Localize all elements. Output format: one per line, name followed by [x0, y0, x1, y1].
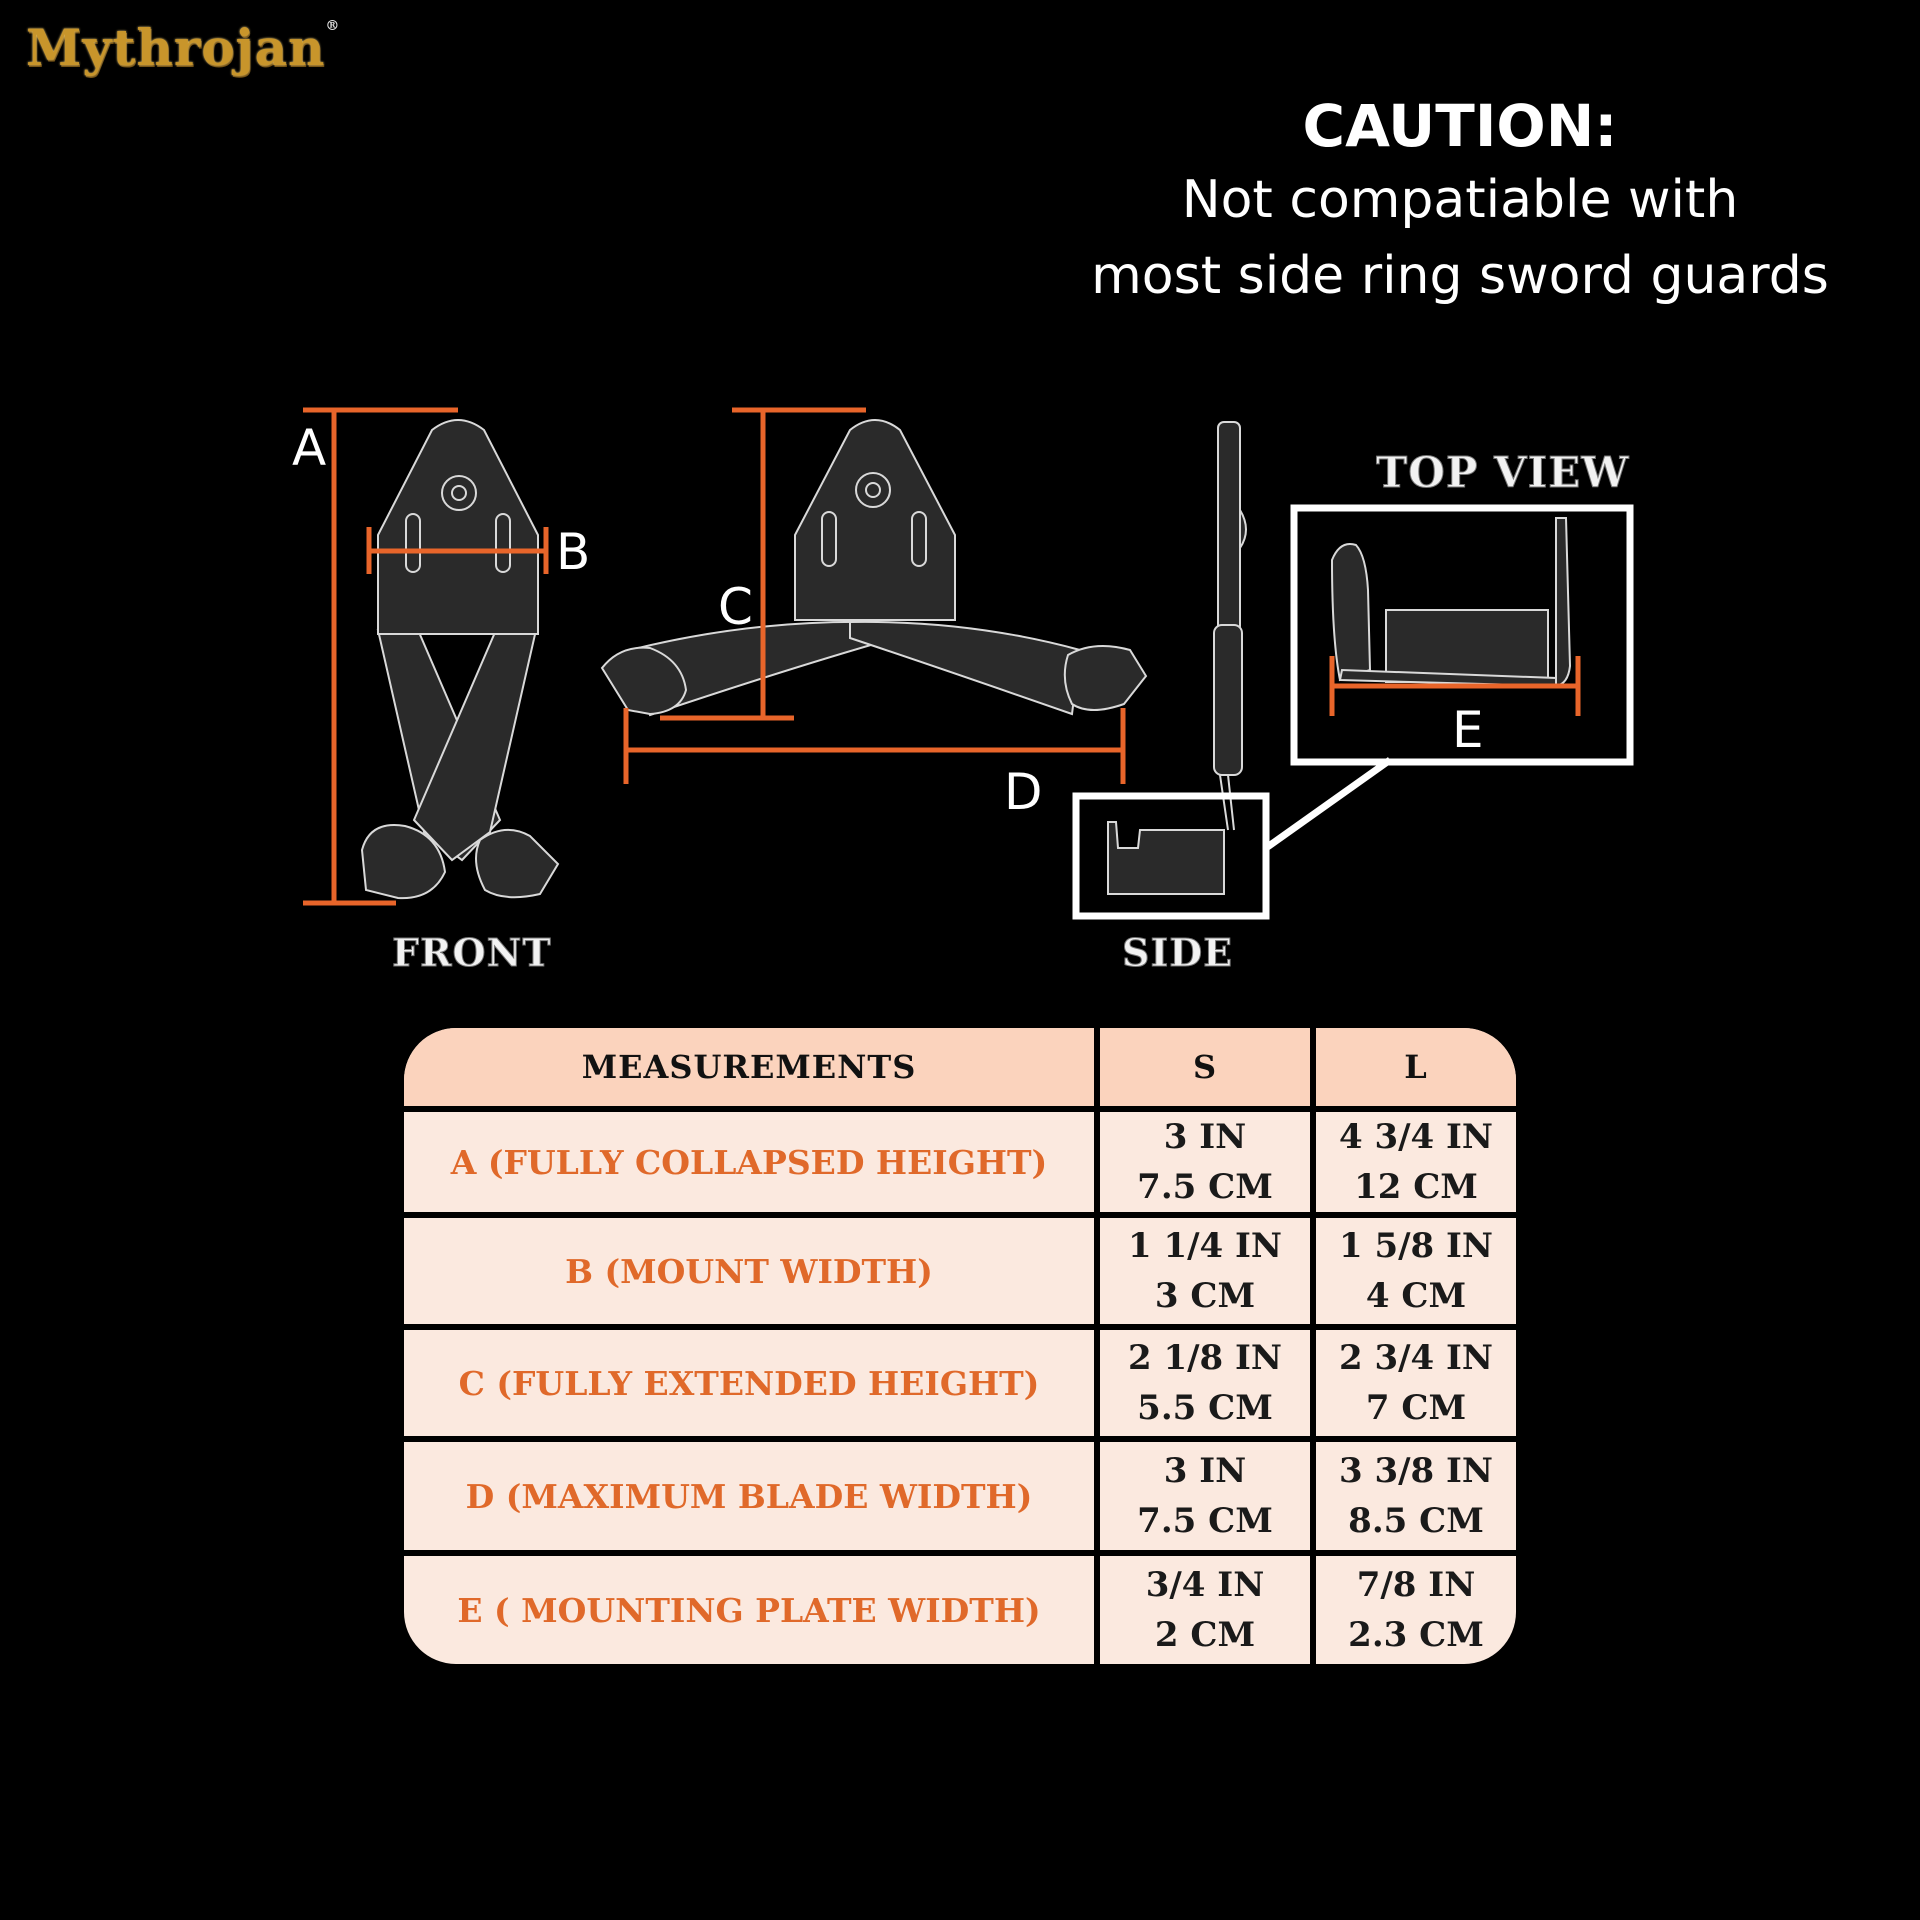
- front-dimensions: [303, 407, 549, 906]
- row-a-s-cm: 7.5 CM: [1137, 1167, 1273, 1207]
- row-divider-5: [404, 1550, 1516, 1556]
- caution-heading: CAUTION:: [1302, 92, 1618, 160]
- row-c-s-in: 2 1/8 IN: [1127, 1338, 1283, 1378]
- front-slot-left: [405, 513, 421, 573]
- row-label-b: B (MOUNT WIDTH): [565, 1251, 933, 1291]
- extended-arm-right: [849, 620, 1082, 716]
- top-view-dimension: [1329, 656, 1581, 716]
- side-detail-clip: [1107, 821, 1225, 895]
- label-e: E: [1452, 701, 1484, 759]
- extended-slot-left: [821, 511, 837, 567]
- label-c: C: [718, 578, 753, 636]
- top-view: [1290, 504, 1634, 766]
- extended-foot-left: [600, 646, 688, 716]
- label-a: A: [292, 419, 326, 477]
- row-a-l-in: 4 3/4 IN: [1338, 1117, 1494, 1157]
- caution-block: CAUTION: Not compatiable with most side …: [1060, 90, 1860, 314]
- top-view-frame: [1290, 504, 1634, 766]
- measurement-table: MEASUREMENTS S L A (FULLY COLLAPSED HEIG…: [404, 1028, 1516, 1664]
- row-a-s-in: 3 IN: [1163, 1117, 1247, 1157]
- label-d: D: [1004, 763, 1043, 821]
- header-size-l: L: [1404, 1048, 1428, 1086]
- row-divider-3: [404, 1324, 1516, 1330]
- row-divider-2: [404, 1212, 1516, 1218]
- row-b-l-cm: 4 CM: [1365, 1276, 1467, 1316]
- header-measurements: MEASUREMENTS: [581, 1048, 917, 1086]
- row-b-l-value: 1 5/8 IN 4 CM: [1316, 1218, 1516, 1324]
- top-view-plate: [1385, 609, 1549, 683]
- row-label-a: A (FULLY COLLAPSED HEIGHT): [450, 1142, 1048, 1182]
- caution-line-1: Not compatiable with: [1181, 170, 1739, 230]
- row-c-l-value: 2 3/4 IN 7 CM: [1316, 1330, 1516, 1436]
- row-d-l-cm: 8.5 CM: [1348, 1501, 1484, 1541]
- row-d-l-in: 3 3/8 IN: [1338, 1451, 1494, 1491]
- extended-dimensions: [623, 407, 1126, 784]
- front-view: [360, 419, 560, 900]
- row-d-s-in: 3 IN: [1163, 1451, 1247, 1491]
- row-b-l-in: 1 5/8 IN: [1338, 1226, 1494, 1266]
- front-mount-plate: [377, 419, 539, 635]
- row-b-s-in: 1 1/4 IN: [1127, 1226, 1283, 1266]
- label-side: SIDE: [1122, 930, 1233, 975]
- row-c-l-cm: 7 CM: [1365, 1388, 1467, 1428]
- side-wire: [1219, 774, 1235, 831]
- row-divider-1: [404, 1106, 1516, 1112]
- front-foot-left: [360, 824, 447, 900]
- row-divider-4: [404, 1436, 1516, 1442]
- extended-slot-right: [911, 511, 927, 567]
- top-view-clip-left: [1330, 543, 1372, 682]
- extended-view: [600, 419, 1148, 717]
- front-slot-right: [495, 513, 511, 573]
- column-divider-2: [1310, 1028, 1316, 1664]
- row-c-s-cm: 5.5 CM: [1137, 1388, 1273, 1428]
- extended-mount-hole-inner: [865, 482, 881, 498]
- row-c-l-in: 2 3/4 IN: [1338, 1338, 1494, 1378]
- row-label-c: C (FULLY EXTENDED HEIGHT): [458, 1363, 1040, 1403]
- row-e-l-cm: 2.3 CM: [1348, 1615, 1484, 1655]
- row-a-l-cm: 12 CM: [1354, 1167, 1478, 1207]
- extended-mount-plate: [794, 419, 956, 621]
- row-e-l-in: 7/8 IN: [1356, 1565, 1476, 1605]
- row-b-s-cm: 3 CM: [1154, 1276, 1256, 1316]
- row-c-s-value: 2 1/8 IN 5.5 CM: [1100, 1330, 1310, 1436]
- row-d-s-cm: 7.5 CM: [1137, 1501, 1273, 1541]
- row-d-l-value: 3 3/8 IN 8.5 CM: [1316, 1442, 1516, 1550]
- table-header-row: [404, 1028, 1516, 1106]
- row-e-s-value: 3/4 IN 2 CM: [1100, 1556, 1310, 1664]
- row-e-s-in: 3/4 IN: [1145, 1565, 1265, 1605]
- top-view-clip-right: [1555, 517, 1572, 688]
- side-lower-post: [1213, 624, 1243, 776]
- side-detail-frame: [1072, 792, 1270, 920]
- extended-foot-right: [1063, 645, 1148, 711]
- side-view: [1072, 421, 1270, 920]
- brand-logo: Mythrojan®: [26, 18, 340, 77]
- registered-mark: ®: [325, 18, 341, 34]
- label-b: B: [556, 523, 590, 581]
- row-a-s-value: 3 IN 7.5 CM: [1100, 1112, 1310, 1212]
- side-knob: [1239, 506, 1247, 552]
- front-foot-right: [475, 829, 560, 899]
- column-divider-1: [1094, 1028, 1100, 1664]
- row-a-l-value: 4 3/4 IN 12 CM: [1316, 1112, 1516, 1212]
- row-label-d: D (MAXIMUM BLADE WIDTH): [465, 1476, 1033, 1516]
- row-e-s-cm: 2 CM: [1154, 1615, 1256, 1655]
- side-upper-post: [1217, 421, 1241, 633]
- front-mount-hole-inner: [451, 485, 467, 501]
- label-top-view: TOP VIEW: [1376, 448, 1629, 497]
- row-label-e: E ( MOUNTING PLATE WIDTH): [457, 1590, 1041, 1630]
- callout-connector: [1263, 757, 1393, 851]
- row-b-s-value: 1 1/4 IN 3 CM: [1100, 1218, 1310, 1324]
- caution-line-2: most side ring sword guards: [1091, 246, 1829, 306]
- label-front: FRONT: [392, 930, 552, 975]
- row-d-s-value: 3 IN 7.5 CM: [1100, 1442, 1310, 1550]
- header-size-s: S: [1192, 1048, 1218, 1086]
- logo-text: Mythrojan: [26, 18, 326, 77]
- hanger-diagram: A B FRONT C D SIDE TOP VIEW: [292, 407, 1634, 976]
- row-e-l-value: 7/8 IN 2.3 CM: [1316, 1556, 1516, 1664]
